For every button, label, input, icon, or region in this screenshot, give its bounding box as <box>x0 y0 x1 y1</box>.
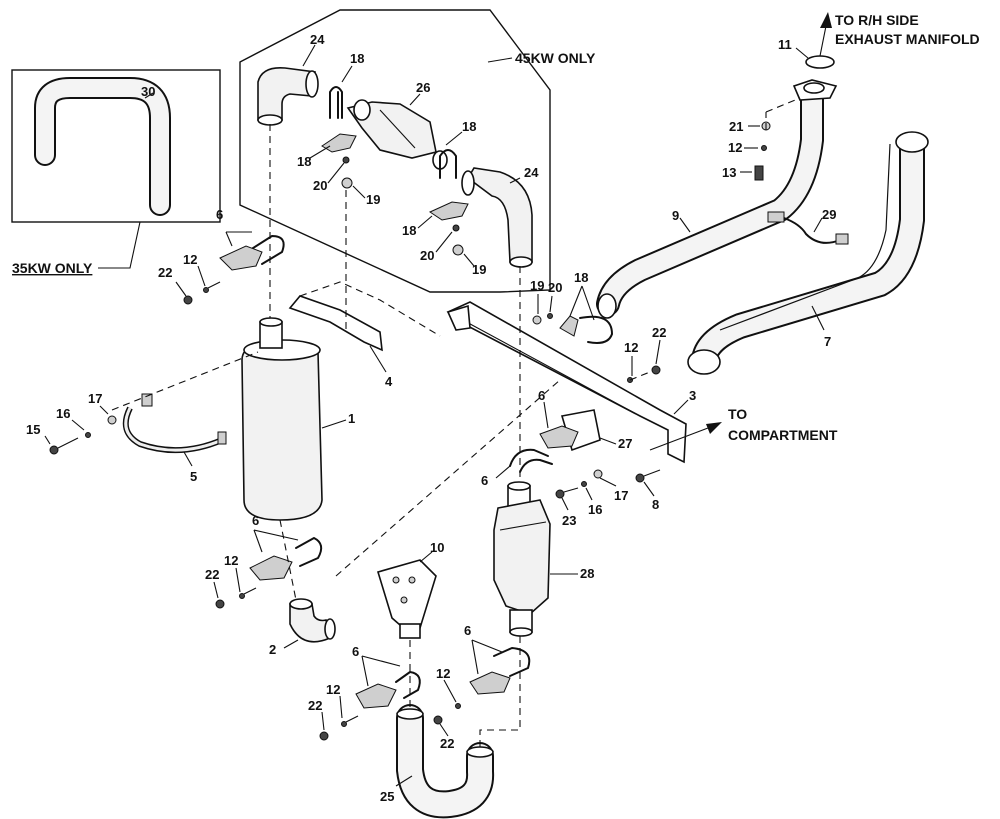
callout-8: 8 <box>652 497 659 512</box>
callout-18c: 18 <box>462 119 476 134</box>
callout-23: 23 <box>562 513 576 528</box>
callout-26: 26 <box>416 80 430 95</box>
part-24-elbow-right <box>461 167 533 268</box>
part-2-elbow <box>289 598 336 643</box>
callout-18d: 18 <box>402 223 416 238</box>
callout-2: 2 <box>269 642 276 657</box>
callout-17a: 17 <box>88 391 102 406</box>
callout-3: 3 <box>689 388 696 403</box>
note-to-compartment-2: COMPARTMENT <box>728 427 838 443</box>
part-30-elbow-tube <box>34 77 171 216</box>
callout-22a: 22 <box>158 265 172 280</box>
callout-29: 29 <box>822 207 836 222</box>
part-7-exhaust-pipe <box>687 131 929 375</box>
part-28-catalytic-converter <box>493 481 551 637</box>
callout-16a: 16 <box>56 406 70 421</box>
part-5-strap-band <box>122 393 227 454</box>
note-to-compartment-1: TO <box>728 406 747 422</box>
callout-25: 25 <box>380 789 394 804</box>
part-26-catalytic-converter <box>346 99 448 170</box>
callout-6d: 6 <box>481 473 488 488</box>
part-29-sensor-cable <box>767 211 849 245</box>
callout-6f: 6 <box>464 623 471 638</box>
callout-22c: 22 <box>652 325 666 340</box>
part-1-muffler <box>241 317 323 521</box>
part-24-elbow-left <box>257 66 319 126</box>
part-10-hanger-bracket <box>376 559 437 639</box>
part-25-u-pipe <box>396 704 495 819</box>
callout-24a: 24 <box>310 32 325 47</box>
callout-22b: 22 <box>205 567 219 582</box>
note-to-rh-side-1: TO R/H SIDE <box>835 12 919 28</box>
callout-11: 11 <box>778 37 792 52</box>
callout-22d: 22 <box>308 698 322 713</box>
callout-22e: 22 <box>440 736 454 751</box>
callout-13: 13 <box>722 165 736 180</box>
callout-28: 28 <box>580 566 594 581</box>
callout-7: 7 <box>824 334 831 349</box>
part-3-mounting-bracket <box>446 301 687 464</box>
callout-6b: 6 <box>252 513 259 528</box>
callout-12e: 12 <box>436 666 450 681</box>
callout-10: 10 <box>430 540 444 555</box>
callout-24b: 24 <box>524 165 539 180</box>
callout-18b: 18 <box>297 154 311 169</box>
callout-6c: 6 <box>538 388 545 403</box>
callout-20b: 20 <box>420 248 434 263</box>
callout-1: 1 <box>348 411 355 426</box>
callout-30: 30 <box>141 84 155 99</box>
callout-16b: 16 <box>588 502 602 517</box>
part-4-support-strap <box>288 295 383 352</box>
callout-9: 9 <box>672 208 679 223</box>
callout-18a: 18 <box>350 51 364 66</box>
callout-5: 5 <box>190 469 197 484</box>
inset-45kw-box <box>239 9 551 293</box>
callout-21: 21 <box>729 119 743 134</box>
part-11-gasket <box>805 55 835 69</box>
callout-6e: 6 <box>352 644 359 659</box>
callout-19a: 19 <box>366 192 380 207</box>
callout-12f: 12 <box>728 140 742 155</box>
callout-17b: 17 <box>614 488 628 503</box>
callout-12d: 12 <box>326 682 340 697</box>
callout-19b: 19 <box>472 262 486 277</box>
callout-20c: 20 <box>548 280 562 295</box>
callout-20a: 20 <box>313 178 327 193</box>
callout-18e: 18 <box>574 270 588 285</box>
note-35kw-only: 35KW ONLY <box>12 260 93 276</box>
note-to-rh-side-2: EXHAUST MANIFOLD <box>835 31 980 47</box>
callout-6a: 6 <box>216 207 223 222</box>
callout-12b: 12 <box>224 553 238 568</box>
part-9-exhaust-pipe <box>596 79 838 319</box>
callout-15: 15 <box>26 422 40 437</box>
inset-35kw-box <box>11 69 221 223</box>
callout-12c: 12 <box>624 340 638 355</box>
callout-12a: 12 <box>183 252 197 267</box>
callout-4: 4 <box>385 374 393 389</box>
callout-27: 27 <box>618 436 632 451</box>
note-45kw-only: 45KW ONLY <box>515 50 596 66</box>
callout-19c: 19 <box>530 278 544 293</box>
